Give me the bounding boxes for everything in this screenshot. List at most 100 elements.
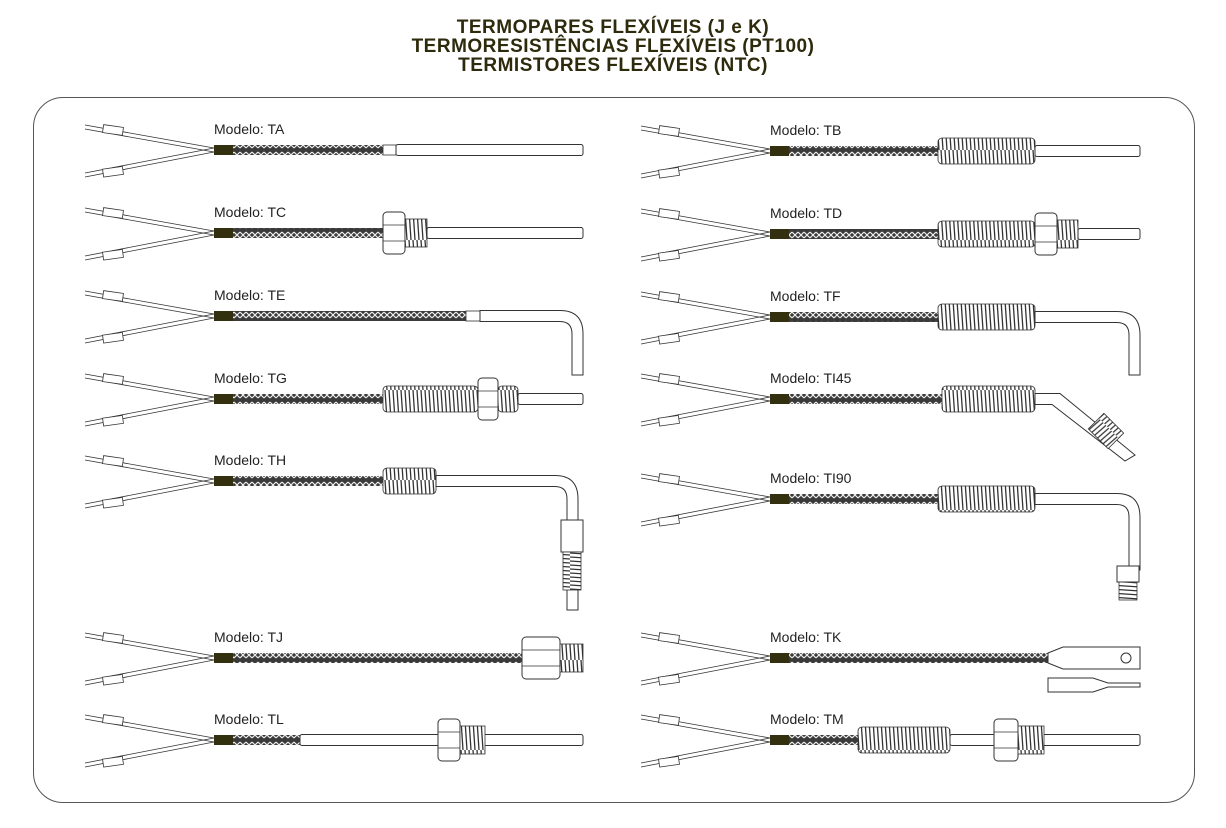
model-label-tj: Modelo: TJ	[214, 629, 283, 645]
wire-terminal	[658, 332, 680, 345]
probe-tube	[1077, 228, 1141, 240]
sensor-ti45	[640, 373, 1136, 462]
sensor-tk	[640, 632, 1141, 693]
braided-cable	[233, 653, 522, 663]
model-label-tb: Modelo: TB	[770, 122, 842, 138]
spring-guard	[941, 385, 1036, 413]
hex-nut	[521, 636, 561, 680]
thread	[1087, 412, 1125, 450]
collar	[770, 494, 789, 504]
thread	[459, 725, 486, 755]
hex-nut	[993, 718, 1019, 762]
nut-edge	[1035, 225, 1057, 243]
nut-edge	[522, 649, 560, 667]
sensor-tj	[84, 632, 584, 686]
sensor-tf	[640, 291, 1141, 376]
bent-probe	[479, 310, 584, 376]
braided-cable	[789, 394, 942, 404]
collar	[214, 145, 233, 155]
sensor-ti90	[640, 473, 1141, 601]
hex-nut	[1116, 565, 1140, 583]
model-label-tm: Modelo: TM	[770, 711, 844, 727]
model-label-tl: Modelo: TL	[214, 711, 284, 727]
bent-probe	[1034, 311, 1141, 376]
sensor-tc	[84, 207, 584, 261]
ferrule	[465, 310, 481, 322]
braided-cable	[789, 653, 1048, 663]
spring-guard	[937, 137, 1036, 165]
braided-cable	[233, 228, 383, 238]
wire-terminal	[102, 496, 124, 509]
ring-lug	[1047, 646, 1141, 670]
wire-terminal	[658, 373, 680, 385]
model-label-td: Modelo: TD	[770, 205, 843, 221]
wire-terminal	[102, 207, 124, 219]
sensor-te	[84, 290, 584, 376]
spring-guard	[857, 726, 951, 754]
spring-guard	[562, 551, 582, 591]
hex-nut	[382, 211, 406, 255]
spring-guard	[937, 220, 1036, 248]
hex-nut	[560, 519, 584, 553]
collar	[214, 735, 233, 745]
wire-terminal	[102, 373, 124, 385]
braided-cable	[789, 494, 938, 504]
spring-guard	[382, 467, 437, 495]
wire-terminal	[658, 473, 680, 485]
model-label-tf: Modelo: TF	[770, 288, 841, 304]
collar	[770, 312, 789, 322]
wire-terminal	[102, 755, 124, 768]
collar	[214, 394, 233, 404]
sensor-tl	[84, 714, 584, 768]
lug-side-view	[1047, 677, 1141, 693]
hex-nut	[477, 377, 499, 421]
wire-terminal	[102, 331, 124, 344]
wire-terminal	[102, 673, 124, 686]
wire-terminal	[102, 414, 124, 427]
collar	[214, 228, 233, 238]
wire-terminal	[658, 125, 680, 137]
probe-tube	[949, 734, 1141, 746]
wire-terminal	[658, 414, 680, 427]
wire-terminal	[658, 755, 680, 768]
sensor-ta	[84, 124, 584, 178]
lug-hole	[1120, 652, 1132, 664]
spring-guard	[937, 303, 1036, 331]
thread	[1056, 219, 1079, 249]
collar	[770, 394, 789, 404]
collar	[770, 735, 789, 745]
wire-terminal	[658, 249, 680, 262]
wire-terminal	[102, 714, 124, 726]
nut-edge	[478, 390, 498, 408]
model-label-tc: Modelo: TC	[214, 204, 287, 220]
nut-edge	[994, 731, 1018, 749]
wire-terminal	[102, 290, 124, 302]
title-line-2: TERMORESISTÊNCIAS FLEXÍVEIS (PT100)	[411, 36, 815, 57]
spring-guard	[382, 385, 479, 413]
ferrule	[382, 144, 397, 156]
sensor-tg	[84, 373, 584, 427]
collar	[214, 653, 233, 663]
braided-cable	[789, 312, 938, 322]
braided-cable	[233, 145, 383, 155]
probe-tube	[426, 227, 584, 239]
collar	[214, 311, 233, 321]
title-line-3: TERMISTORES FLEXÍVEIS (NTC)	[458, 55, 768, 76]
sensor-td	[640, 208, 1141, 262]
model-label-tk: Modelo: TK	[770, 629, 842, 645]
nut-edge	[383, 224, 405, 242]
title-line-1: TERMOPARES FLEXÍVEIS (J e K)	[456, 17, 770, 38]
wire-terminal	[658, 714, 680, 726]
wire-terminal	[658, 514, 680, 527]
wire-terminal	[658, 166, 680, 179]
collar	[770, 146, 789, 156]
thread	[1017, 725, 1045, 755]
wire-terminal	[102, 248, 124, 261]
braided-cable	[233, 735, 300, 745]
thread	[559, 643, 584, 673]
probe-tube	[395, 144, 584, 156]
angled-probe	[1034, 393, 1136, 462]
model-label-ti90: Modelo: TI90	[770, 470, 852, 486]
wire-terminal	[658, 632, 680, 644]
